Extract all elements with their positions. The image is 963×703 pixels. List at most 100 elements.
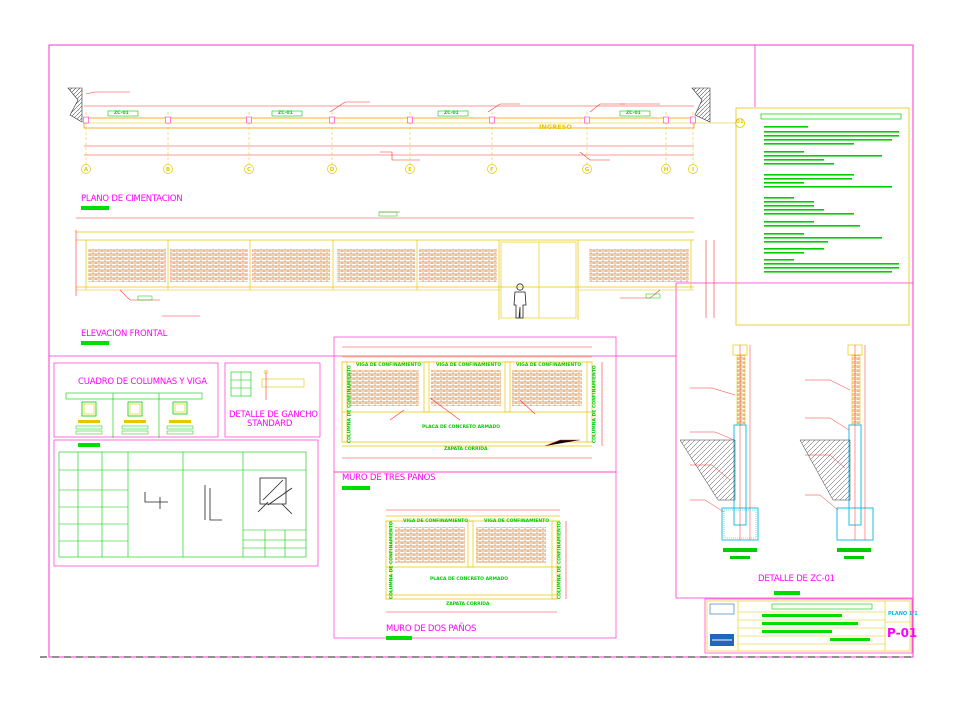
front-elevation <box>75 211 715 320</box>
axis-bubble-a <box>81 164 91 174</box>
axis-label-c: C <box>247 167 251 173</box>
plan-column-c <box>246 116 252 124</box>
person-figure <box>513 283 527 319</box>
notes-text-line <box>764 135 899 137</box>
notes-text-line <box>764 233 804 235</box>
section-dividers <box>48 45 913 657</box>
muro-tres-beam-label-1: VIGA DE CONFINAMIENTO <box>356 363 422 368</box>
cuadro-columnas <box>53 362 219 447</box>
muro-dos-panos <box>333 471 617 640</box>
notes-text-line <box>764 225 860 227</box>
empalmes-table <box>53 439 319 567</box>
notes-box <box>735 107 910 326</box>
plan-column-g <box>584 116 590 124</box>
notes-text-line <box>764 182 804 184</box>
cuadro-title: CUADRO DE COLUMNAS Y VIGA <box>78 377 207 387</box>
sheet-label: PLANO 1/1 <box>888 611 918 617</box>
ingreso-label: INGRESO <box>539 123 572 131</box>
notes-text-line <box>764 163 834 165</box>
plan-beam-label-4: ZC-01 <box>626 111 641 116</box>
zc01-detail <box>679 344 874 595</box>
plan-beam-label-2: ZC-01 <box>278 111 293 116</box>
notes-text-line <box>764 241 828 243</box>
axis-bubble-h <box>661 164 671 174</box>
plan-column-f <box>489 116 495 124</box>
axis-bubble-e <box>405 164 415 174</box>
cimentacion-title: PLANO DE CIMENTACION <box>81 194 183 204</box>
title-block <box>704 598 913 654</box>
axis-label-b: B <box>166 167 170 173</box>
notes-text-line <box>764 186 892 188</box>
axis-label-h: H <box>664 167 669 173</box>
notes-text-line <box>764 143 854 145</box>
plan-column-h <box>663 116 669 124</box>
gancho-title-line2: STANDARD <box>247 419 293 429</box>
axis-bubble-f <box>487 164 497 174</box>
muro-tres-title: MURO DE TRES PAÑOS <box>342 473 436 483</box>
notes-text-line <box>764 174 854 176</box>
notes-text-line <box>764 126 808 128</box>
muro-tres-plate-label: PLACA DE CONCRETO ARMADO <box>422 425 501 430</box>
axis-label-d: D <box>330 167 335 173</box>
notes-text-line <box>764 263 899 265</box>
notes-text-line <box>764 197 794 199</box>
plan-axis-end-label: 01 <box>736 119 744 125</box>
notes-text-line <box>764 259 794 261</box>
gancho-detail <box>224 362 321 438</box>
axis-bubble-d <box>327 164 337 174</box>
muro-dos-plate-label: PLACA DE CONCRETO ARMADO <box>430 577 509 582</box>
notes-text-line <box>764 159 824 161</box>
axis-label-e: E <box>408 167 412 173</box>
axis-bubble-b <box>163 164 173 174</box>
muro-dos-footing-label: ZAPATA CORRIDA <box>446 602 490 607</box>
muro-tres-column-label-right: COLUMNA DE CONFINAMIENTO <box>592 365 598 444</box>
axis-bubble-c <box>244 164 254 174</box>
muro-dos-column-label-right: COLUMNA DE CONFINAMIENTO <box>557 521 563 600</box>
notes-text-line <box>764 178 852 180</box>
plan-column-b <box>165 116 171 124</box>
plan-column-a <box>83 116 89 124</box>
muro-tres-column-label-left: COLUMNA DE CONFINAMIENTO <box>347 365 353 444</box>
foundation-plan: A B C D E F G H I <box>67 87 745 174</box>
notes-text-line <box>764 201 814 203</box>
notes-text-line <box>764 267 899 269</box>
axis-bubble-i <box>688 164 698 174</box>
axis-label-f: F <box>490 167 494 173</box>
muro-tres-beam-label-2: VIGA DE CONFINAMIENTO <box>436 363 502 368</box>
muro-dos-title: MURO DE DOS PAÑOS <box>386 624 477 634</box>
elevacion-title: ELEVACION FRONTAL <box>81 329 168 339</box>
plan-beam-label-1: ZC-01 <box>114 111 129 116</box>
notes-text-line <box>764 213 854 215</box>
notes-text-line <box>764 205 814 207</box>
muro-dos-beam-label-2: VIGA DE CONFINAMIENTO <box>484 519 550 524</box>
notes-text-line <box>764 155 882 157</box>
notes-text-line <box>764 221 814 223</box>
gancho-title-line1: DETALLE DE GANCHO <box>229 410 318 420</box>
muro-dos-column-label-left: COLUMNA DE CONFINAMIENTO <box>389 521 395 600</box>
notes-text-line <box>764 248 824 250</box>
plan-column-d <box>329 116 335 124</box>
plan-column-i <box>690 116 696 124</box>
elevacion-title-underline <box>81 341 109 345</box>
cimentacion-title-underline <box>81 206 109 210</box>
notes-text-line <box>764 131 899 133</box>
axis-label-g: G <box>585 167 590 173</box>
axis-label-a: A <box>84 167 89 173</box>
muro-tres-footing-label: ZAPATA CORRIDA <box>444 447 488 452</box>
sheet-number: P-01 <box>887 626 918 640</box>
notes-text-line <box>764 209 824 211</box>
muro-dos-beam-label-1: VIGA DE CONFINAMIENTO <box>403 519 469 524</box>
zc01-title: DETALLE DE ZC-01 <box>758 574 835 584</box>
notes-text-line <box>764 139 892 141</box>
sheet-frame <box>48 44 914 658</box>
axis-label-i: I <box>692 167 694 173</box>
notes-text-line <box>764 237 882 239</box>
muro-tres-beam-label-3: VIGA DE CONFINAMIENTO <box>516 363 582 368</box>
axis-bubble-g <box>582 164 592 174</box>
plan-column-e <box>407 116 413 124</box>
notes-text-line <box>764 252 804 254</box>
muro-tres-panos <box>333 336 617 490</box>
notes-text-line <box>764 151 804 153</box>
